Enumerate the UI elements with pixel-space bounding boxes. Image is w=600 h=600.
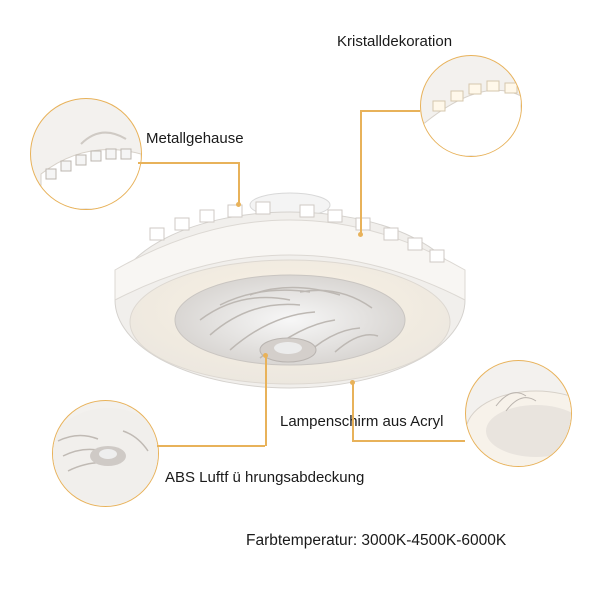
- shade-leader-dot: [350, 380, 355, 385]
- metal-leader-line-v: [238, 162, 240, 204]
- crystal-detail-callout: [420, 55, 522, 157]
- metal-label: Metallgehause: [146, 130, 244, 147]
- crystal-leader-dot: [358, 232, 363, 237]
- crystal-detail-image: [421, 80, 521, 156]
- shade-label: Lampenschirm aus Acryl: [280, 413, 444, 430]
- abs-leader-dot: [263, 353, 268, 358]
- metal-leader-line: [138, 162, 238, 164]
- shade-leader-line: [352, 440, 465, 442]
- abs-detail-image: [53, 408, 158, 504]
- crystal-label: Kristalldekoration: [337, 33, 453, 50]
- crystal-leader-line: [360, 110, 420, 112]
- metal-detail-callout: [30, 98, 142, 210]
- abs-leader-line-v: [265, 356, 267, 446]
- metal-leader-dot: [236, 202, 241, 207]
- abs-detail-callout: [52, 400, 159, 507]
- shade-detail-image: [466, 390, 571, 466]
- metal-detail-image: [40, 131, 141, 209]
- shade-detail-callout: [465, 360, 572, 467]
- abs-label: ABS Luftf ü hrungsabdeckung: [165, 469, 365, 486]
- shade-leader-line-v: [352, 384, 354, 441]
- color-temperature-label: Farbtemperatur: 3000K-4500K-6000K: [246, 532, 507, 549]
- abs-leader-line: [157, 445, 265, 447]
- crystal-leader-line-v: [360, 110, 362, 235]
